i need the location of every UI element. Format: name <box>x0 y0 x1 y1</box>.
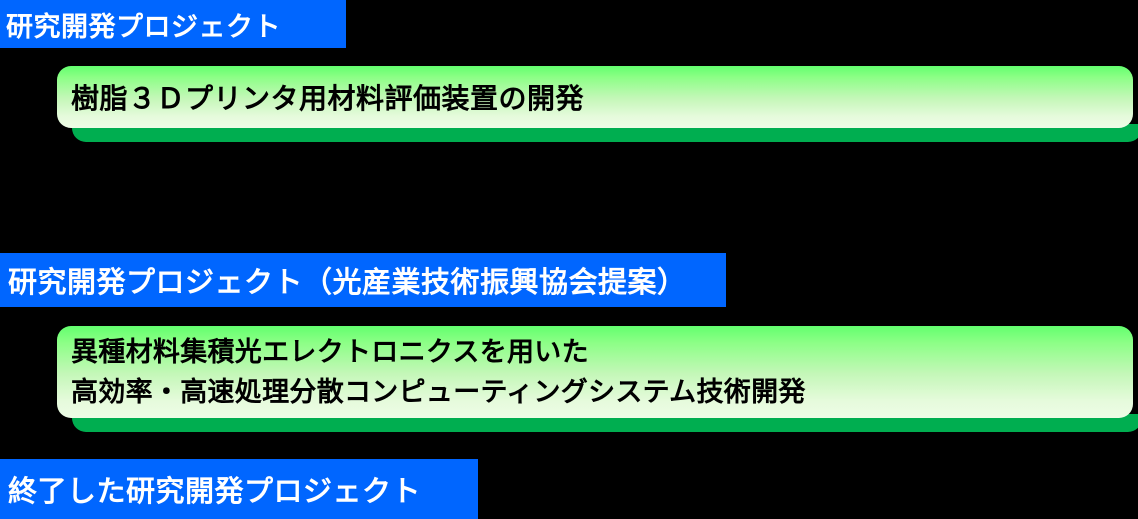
card-shadow-bar <box>72 414 1138 432</box>
project-title-line: 樹脂３Ｄプリンタ用材料評価装置の開発 <box>71 82 585 115</box>
section-header-label: 研究開発プロジェクト <box>6 11 281 43</box>
section-header-research-development-project-oitda: 研究開発プロジェクト（光産業技術振興協会提案） <box>0 253 726 307</box>
section-header-completed-research-development-projects: 終了した研究開発プロジェクト <box>0 459 478 519</box>
section-header-label: 研究開発プロジェクト（光産業技術振興協会提案） <box>8 265 687 299</box>
card-panel: 樹脂３Ｄプリンタ用材料評価装置の開発 <box>57 66 1133 128</box>
card-panel: 異種材料集積光エレクトロニクスを用いた 高効率・高速処理分散コンピューティングシ… <box>57 326 1133 418</box>
card-shadow-bar <box>72 124 1138 142</box>
project-title-line: 高効率・高速処理分散コンピューティングシステム技術開発 <box>71 377 806 408</box>
project-title-line: 異種材料集積光エレクトロニクスを用いた <box>71 337 589 368</box>
project-card-hetero-material-photonics[interactable]: 異種材料集積光エレクトロニクスを用いた 高効率・高速処理分散コンピューティングシ… <box>57 326 1138 434</box>
section-header-label: 終了した研究開発プロジェクト <box>8 474 422 508</box>
project-card-resin-3d-printer[interactable]: 樹脂３Ｄプリンタ用材料評価装置の開発 <box>57 66 1138 146</box>
section-header-research-development-project: 研究開発プロジェクト <box>0 0 346 48</box>
